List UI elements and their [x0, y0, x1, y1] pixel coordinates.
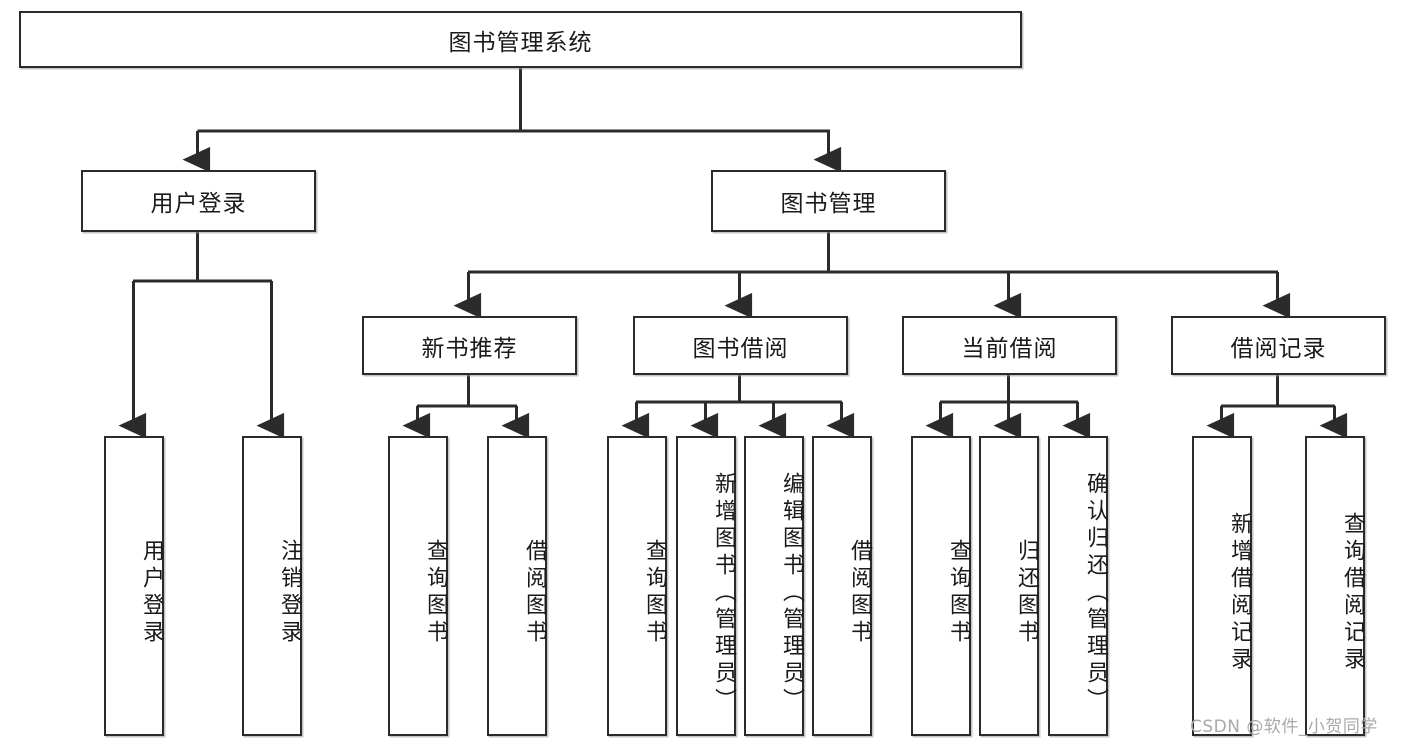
leaf-borrow-book[interactable]: 借阅图书	[812, 436, 872, 736]
node-label: 图书借阅	[692, 335, 789, 362]
node-label: 借阅图书	[522, 539, 547, 647]
leaf-user-login[interactable]: 用户登录	[104, 436, 164, 736]
csdn-watermark: CSDN @软件_小贺同学	[1190, 717, 1378, 737]
leaf-logout[interactable]: 注销登录	[242, 436, 302, 736]
node-user-login[interactable]: 用户登录	[81, 170, 316, 232]
node-label: 编辑图书（管理员）	[779, 471, 804, 715]
leaf-query-borrow-record[interactable]: 查询借阅记录	[1305, 436, 1365, 736]
leaf-add-book-admin[interactable]: 新增图书（管理员）	[676, 436, 736, 736]
node-label: 注销登录	[277, 539, 302, 647]
leaf-confirm-return-admin[interactable]: 确认归还（管理员）	[1048, 436, 1108, 736]
node-book-borrow[interactable]: 图书借阅	[633, 316, 848, 375]
leaf-query-book-recommend[interactable]: 查询图书	[388, 436, 448, 736]
node-label: 新增借阅记录	[1227, 512, 1252, 674]
node-label: 归还图书	[1014, 539, 1039, 647]
node-book-management[interactable]: 图书管理	[711, 170, 946, 232]
node-label: 借阅记录	[1230, 335, 1327, 362]
node-label: 借阅图书	[847, 539, 872, 647]
node-root-system[interactable]: 图书管理系统	[19, 11, 1022, 68]
node-label: 确认归还（管理员）	[1083, 471, 1108, 715]
leaf-borrow-book-recommend[interactable]: 借阅图书	[487, 436, 547, 736]
node-label: 查询图书	[423, 539, 448, 647]
node-label: 图书管理系统	[448, 29, 593, 56]
node-label: 新增图书（管理员）	[711, 471, 736, 715]
node-new-book-recommend[interactable]: 新书推荐	[362, 316, 577, 375]
node-current-borrow[interactable]: 当前借阅	[902, 316, 1117, 375]
node-label: 查询借阅记录	[1340, 512, 1365, 674]
leaf-edit-book-admin[interactable]: 编辑图书（管理员）	[744, 436, 804, 736]
node-label: 用户登录	[139, 539, 164, 647]
leaf-add-borrow-record[interactable]: 新增借阅记录	[1192, 436, 1252, 736]
node-label: 新书推荐	[421, 335, 518, 362]
leaf-query-book-current[interactable]: 查询图书	[911, 436, 971, 736]
node-label: 用户登录	[150, 191, 247, 217]
node-label: 图书管理	[780, 191, 877, 217]
node-label: 查询图书	[642, 539, 667, 647]
node-label: 当前借阅	[961, 335, 1058, 362]
leaf-return-book[interactable]: 归还图书	[979, 436, 1039, 736]
node-borrow-record[interactable]: 借阅记录	[1171, 316, 1386, 375]
node-label: 查询图书	[946, 539, 971, 647]
leaf-query-book-borrow[interactable]: 查询图书	[607, 436, 667, 736]
